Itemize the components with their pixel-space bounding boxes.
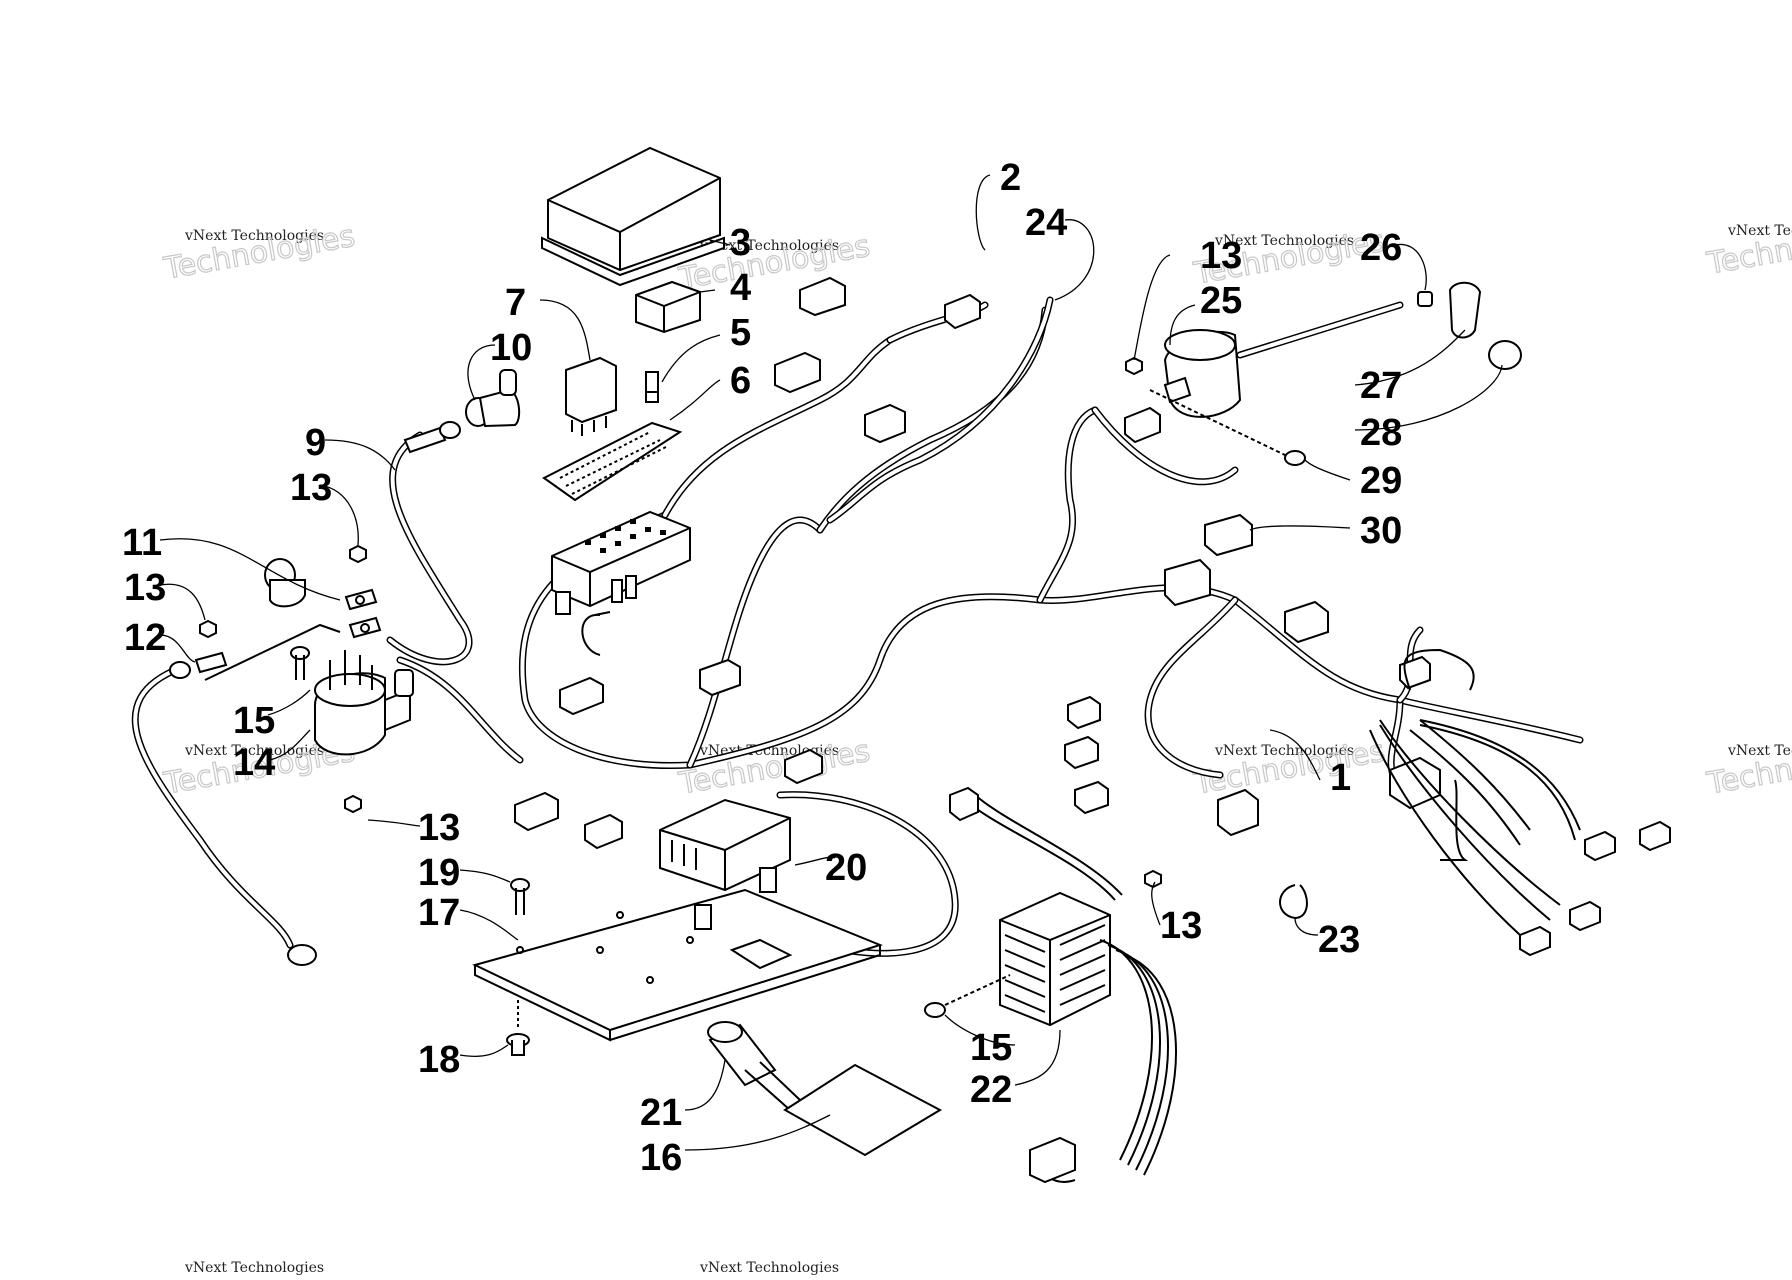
terminal-ring-9 xyxy=(403,421,461,454)
callout-29: 29 xyxy=(1360,460,1402,502)
nut-13 xyxy=(349,544,367,564)
fuse-box-cover xyxy=(541,146,725,287)
ignition-coil xyxy=(1163,301,1404,418)
terminal-boot-11 xyxy=(264,558,306,608)
terminal-12 xyxy=(169,661,191,679)
clip-ring xyxy=(581,611,611,656)
nut-13 xyxy=(1125,356,1143,376)
watermark: vNext Technologies xyxy=(699,1260,839,1276)
callout-6: 6 xyxy=(730,360,751,402)
callout-26: 26 xyxy=(1360,227,1402,269)
leader-lines xyxy=(159,174,1503,1151)
regulator-connector xyxy=(1029,1136,1076,1184)
harness-connectors xyxy=(514,276,1671,957)
callout-labels: 2 24 3 4 5 6 7 10 9 13 11 13 12 15 14 13… xyxy=(122,157,1402,1179)
stator-connector xyxy=(949,786,979,822)
callout-13-d: 13 xyxy=(1160,905,1202,947)
callout-5: 5 xyxy=(730,312,751,354)
callout-23: 23 xyxy=(1318,919,1360,961)
callout-4: 4 xyxy=(730,267,751,309)
screw-19 xyxy=(510,878,530,915)
callout-10: 10 xyxy=(490,327,532,369)
fuse-block xyxy=(551,510,691,615)
parts-bag xyxy=(783,1063,943,1157)
callout-30: 30 xyxy=(1360,510,1402,552)
callout-27: 27 xyxy=(1360,365,1402,407)
watermark-text: vNext Technologies xyxy=(699,238,839,254)
relay-small xyxy=(635,280,701,334)
battery-cables xyxy=(131,296,1054,949)
callout-9: 9 xyxy=(305,422,326,464)
spark-plug-boot xyxy=(1417,281,1522,370)
screw-29 xyxy=(1149,389,1306,466)
watermark-text: vNext Technologies xyxy=(184,743,324,759)
callout-13-c: 13 xyxy=(418,807,460,849)
ring-terminal-bottom xyxy=(287,944,317,966)
callout-17: 17 xyxy=(418,892,460,934)
nut-13 xyxy=(199,619,217,639)
watermark: vNext Technologies Technologies xyxy=(1703,213,1792,282)
callout-20: 20 xyxy=(825,847,867,889)
watermark-text: vNext Technologies xyxy=(184,1260,324,1276)
bolt-15-right xyxy=(924,974,1011,1018)
callout-18: 18 xyxy=(418,1039,460,1081)
callout-12: 12 xyxy=(124,617,166,659)
solenoid-bracket xyxy=(204,623,341,681)
callout-14: 14 xyxy=(233,742,275,784)
callout-21: 21 xyxy=(640,1092,682,1134)
retaining-ring xyxy=(1279,884,1308,920)
callout-19: 19 xyxy=(418,852,460,894)
watermark-text: vNext Technologies xyxy=(184,228,324,244)
watermark-text: vNext Technologies xyxy=(1727,743,1792,759)
callout-1: 1 xyxy=(1330,757,1351,799)
callout-13-b: 13 xyxy=(124,567,166,609)
watermark: vNext Technologies Technologies xyxy=(160,218,358,287)
bolt-15-left xyxy=(290,646,310,680)
callout-25: 25 xyxy=(1200,280,1242,322)
mounting-plate xyxy=(472,867,883,1042)
nut-13 xyxy=(1144,869,1162,889)
callout-2: 2 xyxy=(1000,157,1021,199)
watermark: vNext Technologies Technologies xyxy=(1190,733,1388,802)
callout-16: 16 xyxy=(640,1137,682,1179)
callout-24: 24 xyxy=(1025,202,1067,244)
fuse-label-decal xyxy=(542,421,683,502)
watermark: vNext Technologies xyxy=(184,1260,324,1276)
watermark-text: vNext Technologies xyxy=(1727,223,1792,239)
callout-15-b: 15 xyxy=(970,1027,1012,1069)
watermark-text: vNext Technologies xyxy=(1214,743,1354,759)
callout-11: 11 xyxy=(122,522,162,564)
voltage-regulator xyxy=(999,891,1111,1027)
callout-15-a: 15 xyxy=(233,700,275,742)
nut-13 xyxy=(344,794,362,814)
harness-branches-right xyxy=(1369,648,1581,936)
watermark-text: vNext Technologies xyxy=(699,1260,839,1276)
callout-22: 22 xyxy=(970,1069,1012,1111)
relay-large xyxy=(565,356,617,436)
watermark-text: vNext Technologies xyxy=(1214,233,1354,249)
washers xyxy=(194,588,382,674)
callout-28: 28 xyxy=(1360,412,1402,454)
speed-sensor xyxy=(707,1021,801,1111)
callout-3: 3 xyxy=(730,222,751,264)
control-module xyxy=(659,798,791,892)
watermarks: vNext Technologies Technologies vNext Te… xyxy=(160,213,1792,1276)
rivet-18 xyxy=(506,1000,530,1056)
starter-solenoid xyxy=(314,650,414,756)
callout-13-e: 13 xyxy=(1200,235,1242,277)
fuse xyxy=(645,371,659,403)
watermark: vNext Technologies Technologies xyxy=(1703,733,1792,802)
terminal-boot-10 xyxy=(465,369,521,428)
callout-7: 7 xyxy=(505,282,526,324)
callout-13-a: 13 xyxy=(290,467,332,509)
